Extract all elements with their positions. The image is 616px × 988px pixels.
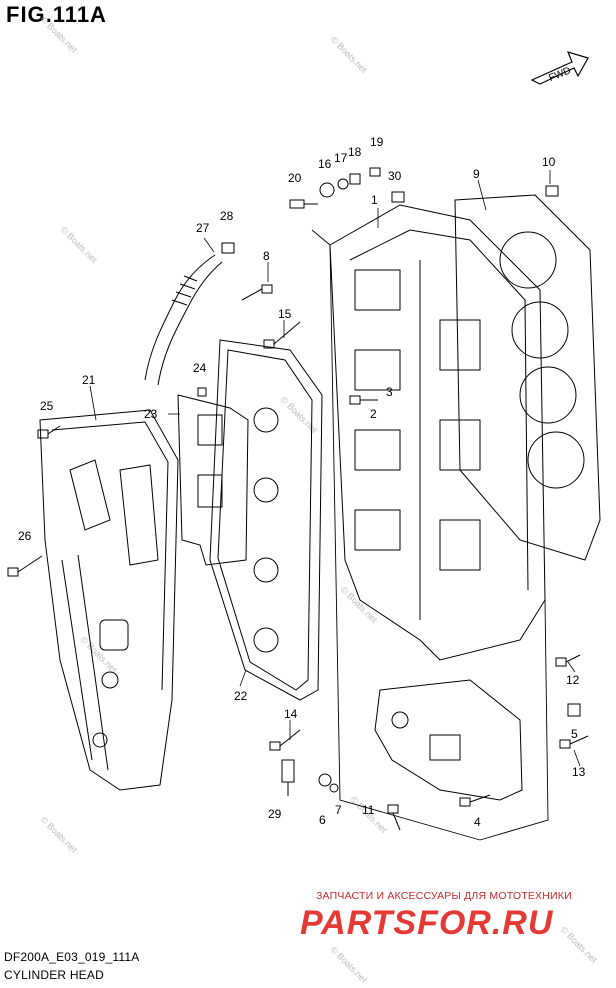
bolt-13 xyxy=(559,735,589,749)
callout-13: 13 xyxy=(572,765,586,779)
cylinder-head xyxy=(329,204,546,661)
callout-3: 3 xyxy=(386,385,393,399)
callout-27: 27 xyxy=(196,221,210,235)
forward-label: FWD xyxy=(547,65,572,84)
callout-numbers: 1 2 3 4 5 6 7 8 9 10 11 12 13 14 15 16 1… xyxy=(18,135,586,829)
callout-14: 14 xyxy=(284,707,298,721)
bolt-11 xyxy=(387,804,401,831)
site-watermark-8: © Boats.net xyxy=(329,944,370,985)
forward-arrow: FWD xyxy=(530,51,589,85)
callout-19: 19 xyxy=(370,135,384,149)
bolt-14 xyxy=(269,729,301,751)
callout-11: 11 xyxy=(362,803,375,817)
bolt-26 xyxy=(7,555,43,577)
callout-2: 2 xyxy=(370,407,377,421)
partsfor-logo: PARTSFOR.RU xyxy=(300,904,554,942)
callout-6: 6 xyxy=(319,813,326,827)
site-watermark-5: © Boats.net xyxy=(339,584,380,625)
bolt-15 xyxy=(263,321,301,349)
drawing-name: CYLINDER HEAD xyxy=(4,968,104,982)
callout-12: 12 xyxy=(566,673,580,687)
site-watermark-1: © Boats.net xyxy=(39,14,80,55)
ru-watermark-line: ЗАПЧАСТИ И АКСЕССУАРЫ ДЛЯ МОТОТЕХНИКИ xyxy=(316,890,572,902)
timing-housing xyxy=(374,679,523,801)
cover-gasket xyxy=(209,339,323,701)
bolt-24 xyxy=(197,387,207,397)
callout-1: 1 xyxy=(371,193,378,207)
logo-text: PARTSFOR.RU xyxy=(300,904,554,942)
leader-lines xyxy=(89,170,581,767)
site-watermark-9: © Boats.net xyxy=(559,924,600,965)
callout-4: 4 xyxy=(474,815,481,829)
bolt-25 xyxy=(37,425,61,439)
spark-plug-29 xyxy=(281,759,295,796)
bolt-4 xyxy=(459,794,491,807)
seal-6-7 xyxy=(318,773,339,793)
cap-28 xyxy=(221,242,235,254)
bolt-20 xyxy=(289,199,318,209)
figure-title: FIG.111A xyxy=(6,2,107,27)
drawing-code: DF200A_E03_019_111A xyxy=(4,950,140,964)
site-watermark-4: © Boats.net xyxy=(79,634,120,675)
bolt-12 xyxy=(555,654,581,667)
callout-16: 16 xyxy=(318,157,332,171)
exploded-box xyxy=(311,229,549,841)
callout-15: 15 xyxy=(278,307,292,321)
cylinder-head-cover xyxy=(39,409,179,791)
site-watermark-10: © Boats.net xyxy=(279,394,320,435)
head-gasket xyxy=(454,194,601,561)
callout-22: 22 xyxy=(234,689,248,703)
site-watermark-2: © Boats.net xyxy=(329,34,370,75)
bolt-2 xyxy=(349,395,378,405)
callout-5: 5 xyxy=(571,727,578,741)
callout-28: 28 xyxy=(220,209,234,223)
callout-24: 24 xyxy=(193,361,207,375)
bolt-8 xyxy=(241,284,273,301)
callout-21: 21 xyxy=(82,373,96,387)
callout-9: 9 xyxy=(473,167,480,181)
site-watermark-6: © Boats.net xyxy=(39,814,80,855)
callout-7: 7 xyxy=(335,803,342,817)
pin-5 xyxy=(567,703,581,717)
callout-18: 18 xyxy=(348,145,362,159)
cap-30 xyxy=(391,191,405,203)
bolt-19 xyxy=(369,167,381,177)
site-watermark-3: © Boats.net xyxy=(59,224,100,265)
callout-25: 25 xyxy=(40,399,54,413)
gasket-plate xyxy=(177,394,249,566)
seal-16-17-18 xyxy=(319,173,361,198)
fasteners xyxy=(7,167,589,831)
callout-29: 29 xyxy=(268,807,282,821)
callout-30: 30 xyxy=(388,169,402,183)
callout-17: 17 xyxy=(334,151,348,165)
callout-8: 8 xyxy=(263,249,270,263)
breather-hose xyxy=(144,254,223,386)
callout-20: 20 xyxy=(288,171,302,185)
callout-23: 23 xyxy=(144,407,158,421)
cap-10 xyxy=(545,185,559,197)
callout-26: 26 xyxy=(18,529,32,543)
callout-10: 10 xyxy=(542,155,556,169)
